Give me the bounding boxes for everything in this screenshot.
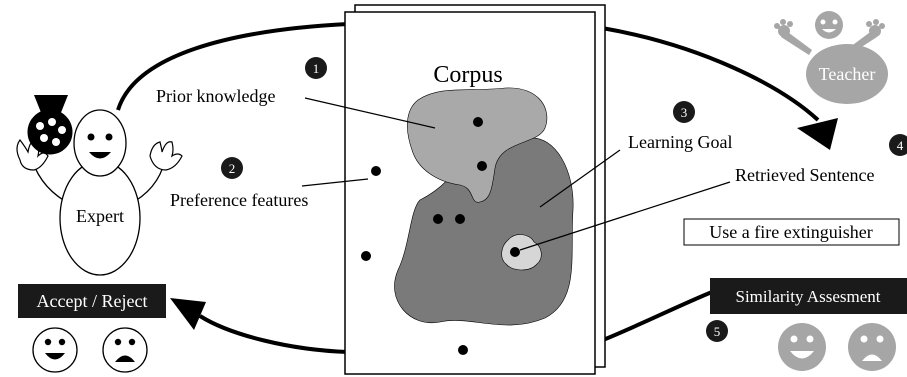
data-point [477, 161, 487, 171]
data-point [433, 214, 443, 224]
leader-learning-goal [539, 149, 621, 208]
step-4-badge [889, 134, 907, 156]
retrieved-example-text: Use a fire extinguisher [709, 222, 872, 242]
prior-knowledge-region [407, 87, 548, 203]
cycle-arrow-top-right [601, 26, 820, 122]
data-point [473, 117, 483, 127]
reject-face-icon [102, 327, 148, 373]
step-1-number: 1 [313, 61, 320, 76]
happy-face-icon [778, 323, 826, 371]
leader-preference-features [301, 178, 369, 187]
sad-face-icon [848, 323, 896, 371]
expert-label: Expert [76, 206, 124, 226]
similarity-label: Similarity Assesment [736, 287, 881, 306]
accept-face-icon [32, 327, 78, 373]
step-3-number: 3 [681, 105, 688, 120]
step-4-number: 4 [897, 138, 904, 153]
similarity-box [710, 278, 907, 314]
corpus-title: Corpus [433, 62, 502, 88]
step-1-badge [305, 57, 327, 79]
step-2-badge [221, 157, 243, 179]
arrowhead-right [797, 118, 838, 150]
data-point [510, 247, 520, 257]
learning-goal-region [394, 137, 574, 326]
data-point [361, 251, 371, 261]
data-point [455, 214, 465, 224]
step-2-number: 2 [229, 161, 236, 176]
leader-retrieved-sentence [519, 181, 731, 251]
step-5-number: 5 [714, 324, 721, 339]
decision-box [18, 284, 166, 318]
expert-icon [16, 95, 183, 276]
step-4-label: Retrieved Sentence [735, 165, 874, 185]
data-point [458, 345, 468, 355]
data-point [371, 166, 381, 176]
teacher-label: Teacher [819, 64, 876, 84]
step-5-badge [706, 320, 728, 342]
retrieved-example-box [683, 218, 900, 246]
cycle-arrow-bottom-right [602, 290, 713, 342]
step-2-label: Preference features [170, 190, 308, 210]
step-3-badge [673, 101, 695, 123]
step-3-label: Learning Goal [628, 132, 732, 152]
cycle-arrow-bottom-left [198, 314, 349, 354]
leader-prior-knowledge [304, 97, 436, 129]
step-1-label: Prior knowledge [156, 86, 275, 106]
retrieved-sentence-region [501, 234, 542, 271]
cycle-arrow-top-left [116, 22, 349, 111]
teacher-icon [774, 11, 888, 104]
arrowhead-left [170, 298, 206, 330]
decision-label: Accept / Reject [37, 291, 148, 311]
